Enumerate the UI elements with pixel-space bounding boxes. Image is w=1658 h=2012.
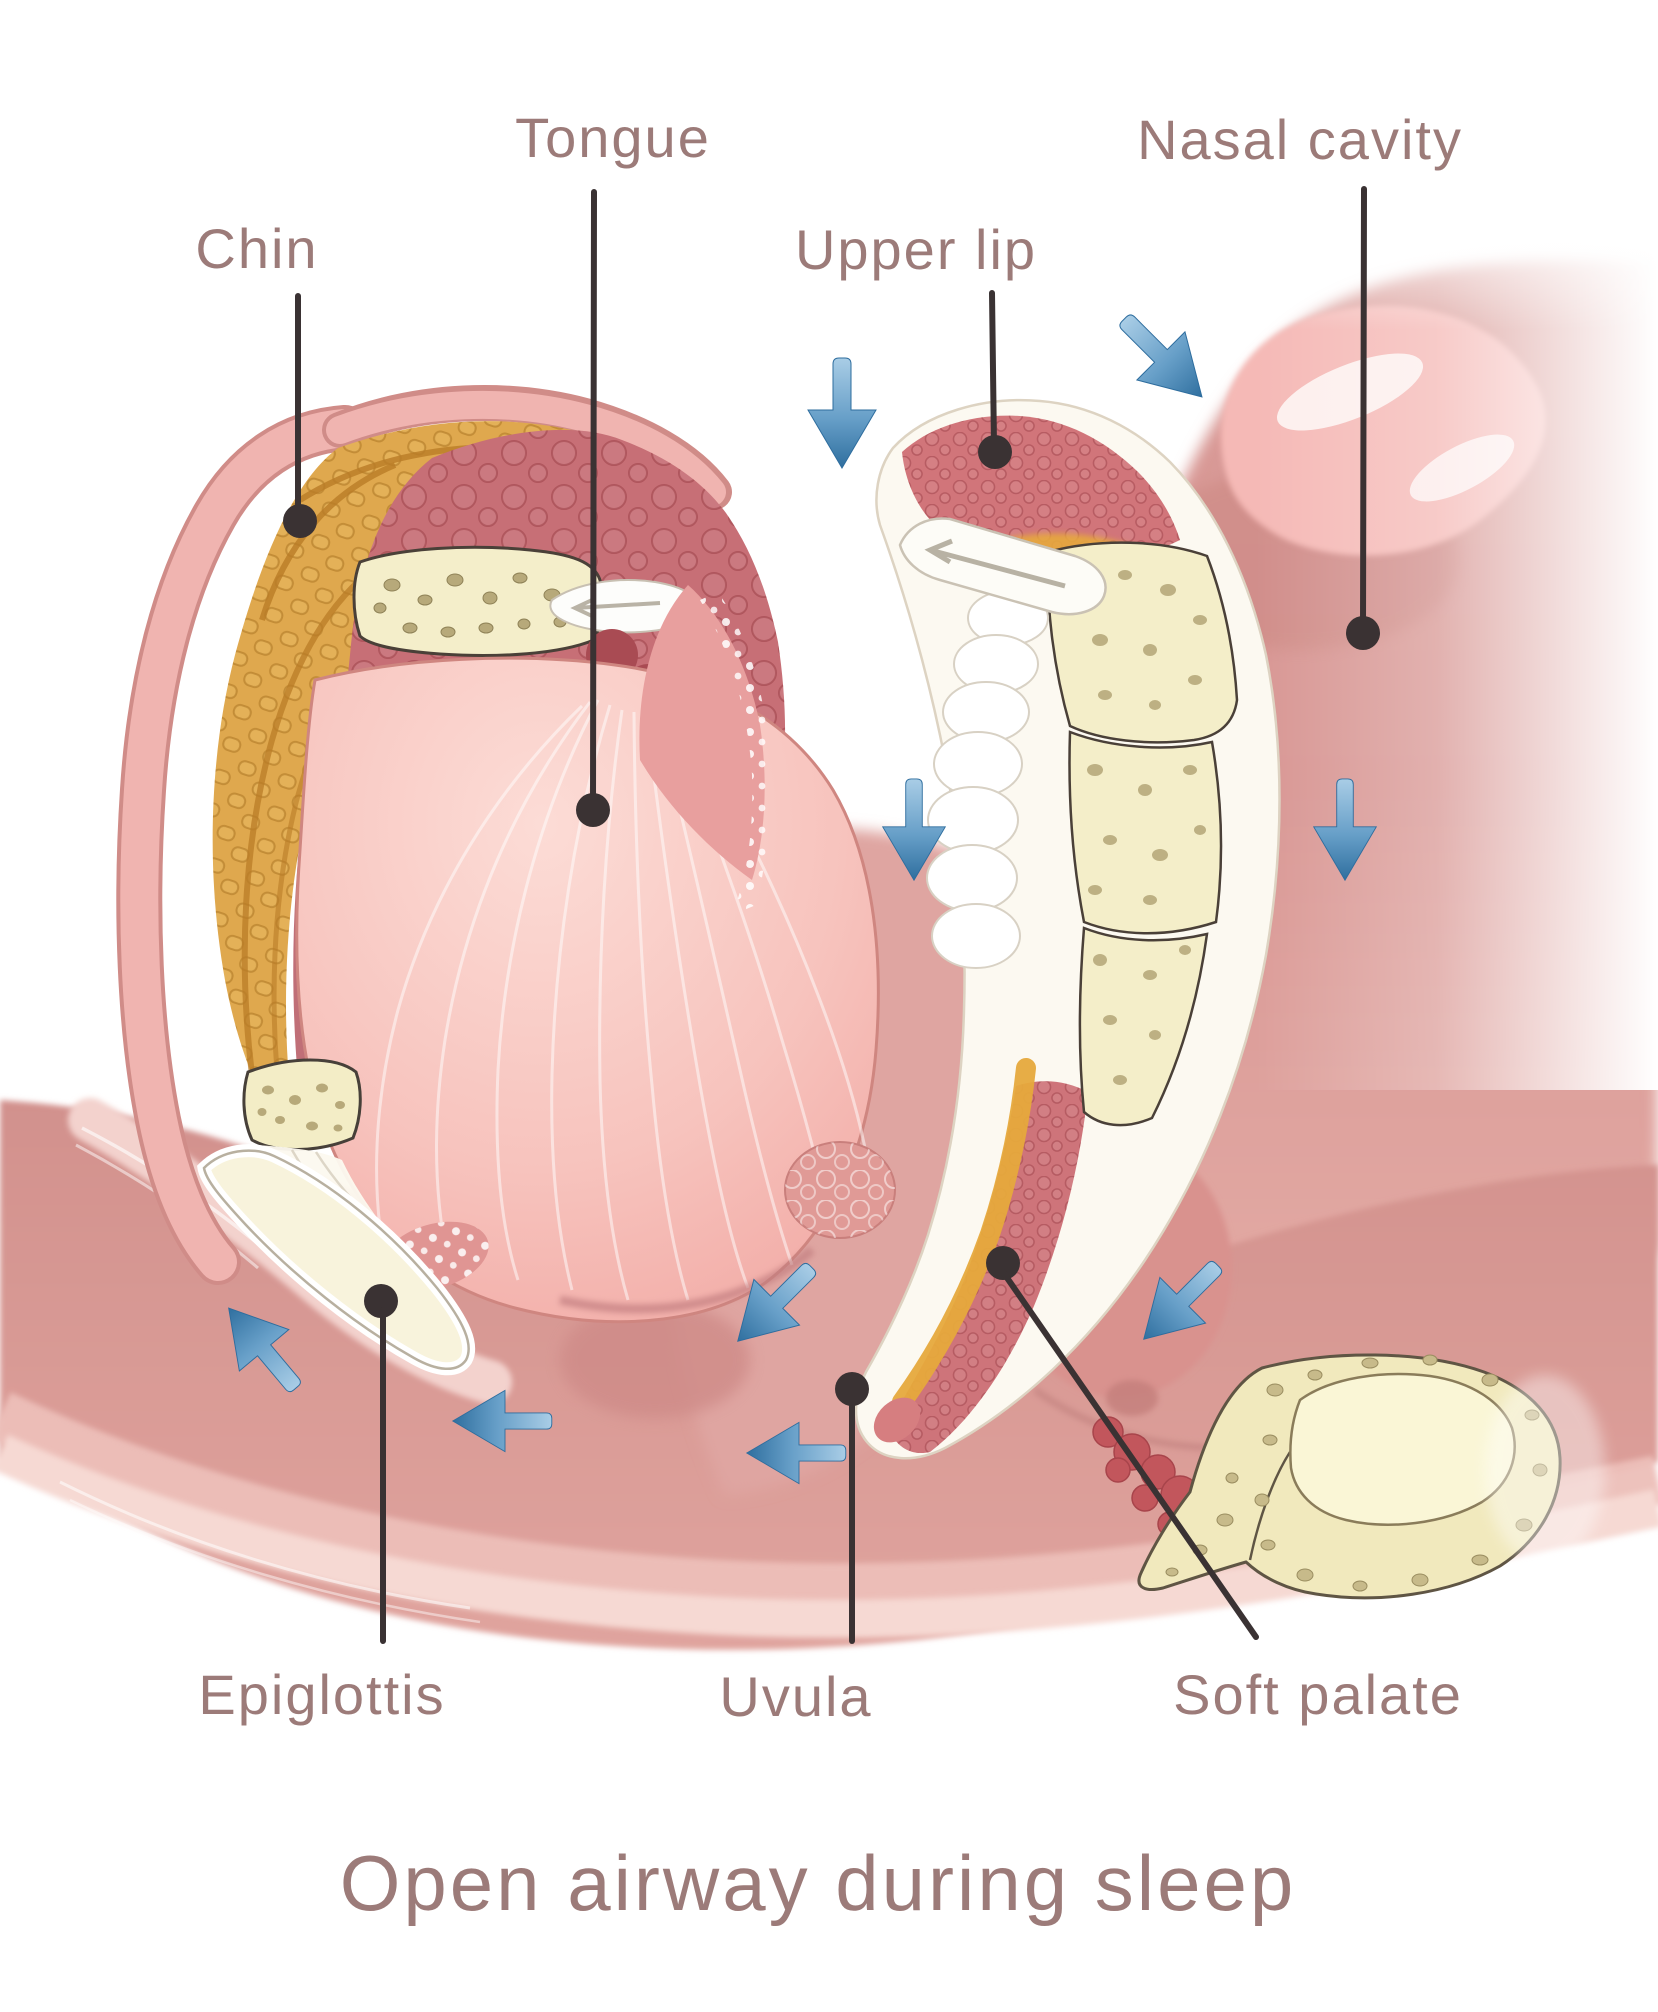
leader-lines [283, 186, 1380, 1644]
label-upper-lip: Upper lip [795, 218, 1037, 281]
airflow-arrow-down [807, 357, 877, 469]
anatomy-labels: Chin Tongue Upper lip Nasal cavity Epigl… [195, 106, 1463, 1728]
epiglottis-leader [364, 1284, 398, 1644]
upper-incisor-tooth [898, 517, 1107, 616]
epiglottis [197, 1144, 476, 1376]
tongue-under-shadow [559, 1246, 815, 1314]
upper-teeth-row [926, 590, 1049, 969]
label-uvula: Uvula [719, 1665, 872, 1728]
label-chin: Chin [195, 217, 318, 280]
right-edge-fade [1255, 205, 1658, 1090]
nasal-cavity-leader [1346, 186, 1380, 650]
soft-palate-leader [986, 1246, 1259, 1640]
chin-skin-layer [120, 409, 364, 1281]
epiglottis-outline [202, 1149, 470, 1370]
figure-caption: Open airway during sleep [340, 1839, 1297, 1927]
maxilla-bone-holes [1077, 570, 1207, 1085]
jaw-top-cut-skin [326, 390, 726, 506]
hyoid-bone [242, 1058, 362, 1151]
maxilla-and-soft-palate [854, 398, 1281, 1460]
mandible-bone [352, 545, 604, 657]
vertebra-inner-plate [1289, 1372, 1516, 1526]
chin-leader [283, 293, 317, 538]
uvula-tip-core [873, 1397, 921, 1443]
soft-palate-fat-streak [892, 1058, 1036, 1412]
adenoid-dimple [1106, 1380, 1158, 1416]
label-epiglottis: Epiglottis [198, 1663, 445, 1726]
tongue-leader [576, 189, 610, 827]
hyoid-holes [257, 1083, 345, 1132]
floor-striation [69, 1498, 481, 1624]
label-nasal-cavity: Nasal cavity [1137, 108, 1463, 171]
floor-striation [59, 1480, 471, 1610]
bone-spongy-holes [373, 572, 567, 638]
top-edge-fade [1130, 200, 1658, 330]
tongue [295, 656, 880, 1324]
label-tongue: Tongue [515, 106, 711, 169]
label-soft-palate: Soft palate [1173, 1663, 1463, 1726]
tonsil-texture [785, 1142, 895, 1238]
tooth-root-canal [570, 598, 661, 618]
maxilla-bone-blocks [1046, 541, 1239, 1127]
incisor-root-canal [924, 538, 1066, 589]
bone-right-fade [1485, 1375, 1605, 1565]
lower-jaw-and-tongue [116, 385, 896, 1376]
uvula-leader [835, 1372, 869, 1644]
cervical-vertebra-bone [1137, 1353, 1605, 1600]
pharynx-mound [560, 1302, 750, 1418]
dome-papillae-dots [700, 592, 770, 915]
tongue-dorsum-dome [639, 585, 770, 915]
upper-lip-leader [978, 290, 1012, 469]
